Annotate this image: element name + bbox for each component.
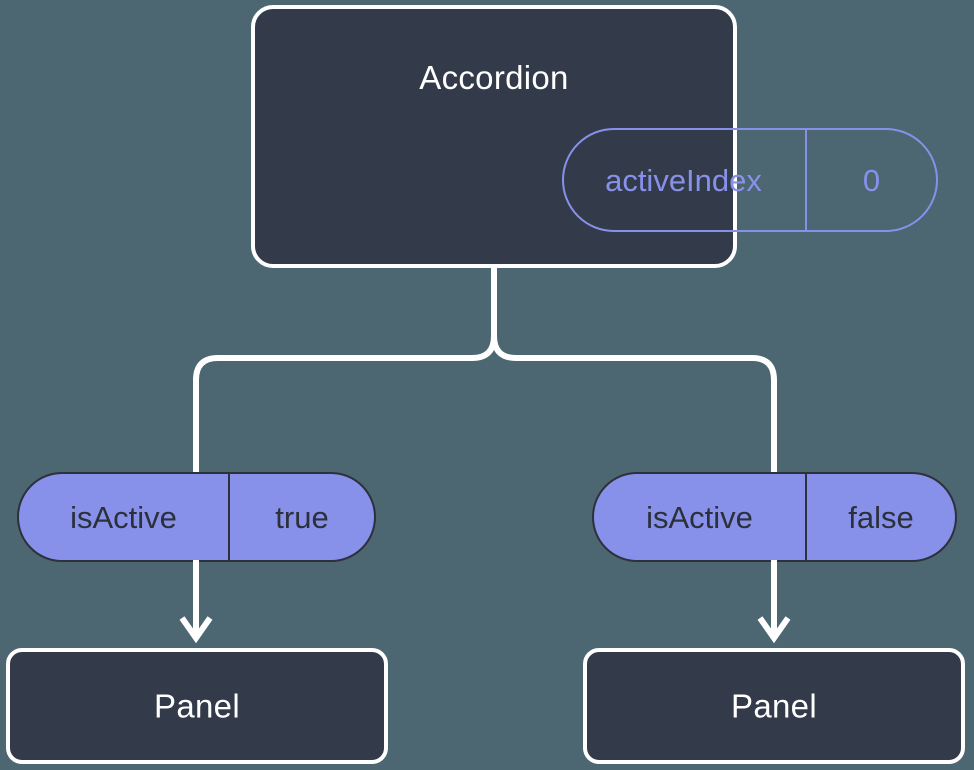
prop-pill-isactive-false[interactable]: isActive false [592, 472, 957, 562]
prop-pill-isactive-true[interactable]: isActive true [17, 472, 376, 562]
node-panel-right-title: Panel [731, 687, 817, 725]
prop-pill-value: false [805, 474, 955, 560]
node-accordion-title: Accordion [419, 59, 569, 96]
node-panel-left-title: Panel [154, 687, 240, 725]
prop-pill-key: isActive [646, 499, 753, 535]
state-pill-activeindex[interactable]: activeIndex 0 [562, 128, 938, 232]
node-panel-right[interactable]: Panel [583, 648, 965, 764]
node-panel-left[interactable]: Panel [6, 648, 388, 764]
prop-pill-key: isActive [70, 499, 177, 535]
arrow-down-right-icon [757, 560, 791, 644]
arrow-down-left-icon [179, 560, 213, 644]
state-pill-key: activeIndex [605, 162, 762, 198]
prop-pill-value: true [228, 474, 374, 560]
node-accordion[interactable]: Accordion activeIndex 0 [251, 5, 938, 268]
state-pill-value: 0 [805, 130, 936, 230]
